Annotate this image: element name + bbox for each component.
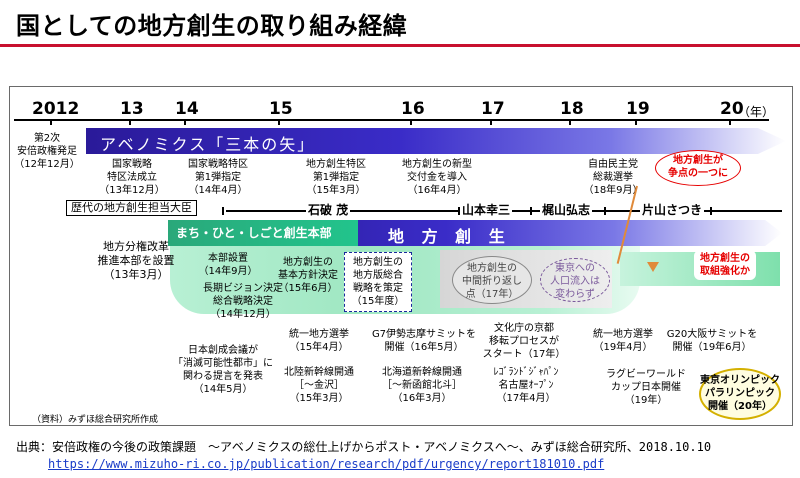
event-honbu-setup: 本部設置（14年9月） <box>198 253 258 277</box>
page-title: 国としての地方創生の取り組み経緯 <box>16 12 408 40</box>
event-sogo-senryaku: 地方創生の地方版総合戦略を策定（15年度） <box>351 257 405 307</box>
axis-tick <box>278 119 280 125</box>
year-15: 15 <box>269 99 293 119</box>
minister-yamamoto: 山本幸三 <box>460 203 513 217</box>
year-17: 17 <box>481 99 505 119</box>
oritaeshi-oval <box>452 256 532 304</box>
abenomics-bar <box>86 128 786 154</box>
axis-tick <box>129 119 131 125</box>
axis-tick <box>410 119 412 125</box>
minister-kajiyama: 梶山弘志 <box>540 203 593 217</box>
title-underline <box>0 44 800 47</box>
year-axis <box>14 119 769 121</box>
event-g7-summit: G7伊勢志摩サミットを開催（16年5月） <box>371 329 477 353</box>
event-g20-summit: G20大阪サミットを開催（19年6月） <box>666 329 758 353</box>
event-oritaeshi: 地方創生の中間折り返し点（17年） <box>462 263 522 300</box>
minister-tick <box>710 207 712 215</box>
callout-issue-text: 地方創生が争点の一つに <box>668 155 728 179</box>
minister-tick <box>458 207 460 215</box>
machi-hito-shigoto-bar <box>168 220 358 246</box>
event-abe-start: 第2次安倍政権発足（12年12月） <box>14 133 80 170</box>
event-ldp-election: 自由民主党総裁選挙（18年9月） <box>583 159 643 196</box>
event-sosei-kaigi: 日本創成会議が「消滅可能性都市」に関わる提言を発表（14年5月） <box>173 345 273 395</box>
timeline-frame <box>9 86 793 426</box>
minister-tick <box>604 207 606 215</box>
year-18: 18 <box>560 99 584 119</box>
callout-strengthen <box>694 250 756 280</box>
minister-katayama: 片山さつき <box>640 203 705 217</box>
year-suffix: （年） <box>738 105 775 119</box>
event-tokyo-inflow: 東京への人口流入は変わらず <box>550 263 600 300</box>
event-kihon-hoshin: 地方創生の基本方針決定（15年6月） <box>278 257 338 294</box>
machi-hito-shigoto-label: まち・ひと・しごと創生本部 <box>176 226 332 240</box>
event-tokku-law: 国家戦略特区法成立（13年12月） <box>99 159 165 196</box>
abenomics-label: アベノミクス「三本の矢」 <box>100 135 316 154</box>
event-olympics: 東京オリンピックパラリンピック開催（20年） <box>700 375 780 412</box>
minister-tick <box>222 207 224 215</box>
year-14: 14 <box>175 99 199 119</box>
minister-label: 歴代の地方創生担当大臣 <box>66 200 197 216</box>
event-election-2019: 統一地方選挙（19年4月） <box>593 329 653 353</box>
year-16: 16 <box>401 99 425 119</box>
axis-tick <box>729 119 731 125</box>
year-13: 13 <box>120 99 144 119</box>
event-hokuriku-shinkansen: 北陸新幹線開通［～金沢］（15年3月） <box>284 367 354 404</box>
axis-tick <box>490 119 492 125</box>
event-tokku-first: 国家戦略特区第1弾指定（14年4月） <box>188 159 248 196</box>
event-kofukin: 地方創生の新型交付金を導入（16年4月） <box>402 159 472 196</box>
year-20: 20 <box>720 99 744 119</box>
event-bunkacho: 文化庁の京都移転プロセスがスタート（17年） <box>482 323 566 360</box>
axis-tick <box>569 119 571 125</box>
event-chiho-tokku: 地方創生特区第1弾指定（15年3月） <box>306 159 366 196</box>
axis-tick <box>635 119 637 125</box>
year-2012: 2012 <box>32 99 80 119</box>
chiho-sosei-label: 地 方 創 生 <box>388 227 511 246</box>
event-legoland: ﾚｺﾞﾗﾝﾄﾞｼﾞｬﾊﾟﾝ名古屋ｵｰﾌﾟﾝ（17年4月） <box>493 367 559 404</box>
citation-text: 出典：安倍政権の今後の政策課題 ～アベノミクスの総仕上げからポスト・アベノミクス… <box>16 440 712 454</box>
arrow-head <box>647 262 659 272</box>
event-bunken-honbu: 地方分権改革推進本部を設置（13年3月） <box>97 240 175 281</box>
event-election-2015: 統一地方選挙（15年4月） <box>289 329 349 353</box>
minister-tick <box>530 207 532 215</box>
event-hokkaido-shinkansen: 北海道新幹線開通［～新函館北斗］（16年3月） <box>382 367 462 404</box>
sogo-senryaku-box <box>344 252 412 312</box>
tokyo-oval <box>540 258 610 302</box>
source-note: （資料）みずほ総合研究所作成 <box>32 415 159 425</box>
year-19: 19 <box>626 99 650 119</box>
callout-strengthen-text: 地方創生の取組強化か <box>700 253 750 277</box>
olympics-oval <box>699 368 781 420</box>
citation-link[interactable]: https://www.mizuho-ri.co.jp/publication/… <box>48 457 605 471</box>
event-rugby-wc: ラグビーワールドカップ日本開催（19年） <box>606 369 686 406</box>
axis-tick <box>50 119 52 125</box>
event-vision: 長期ビジョン決定総合戦略決定（14年12月） <box>203 283 283 320</box>
callout-issue <box>655 150 741 186</box>
axis-tick <box>184 119 186 125</box>
minister-ishiba: 石破 茂 <box>306 203 351 217</box>
